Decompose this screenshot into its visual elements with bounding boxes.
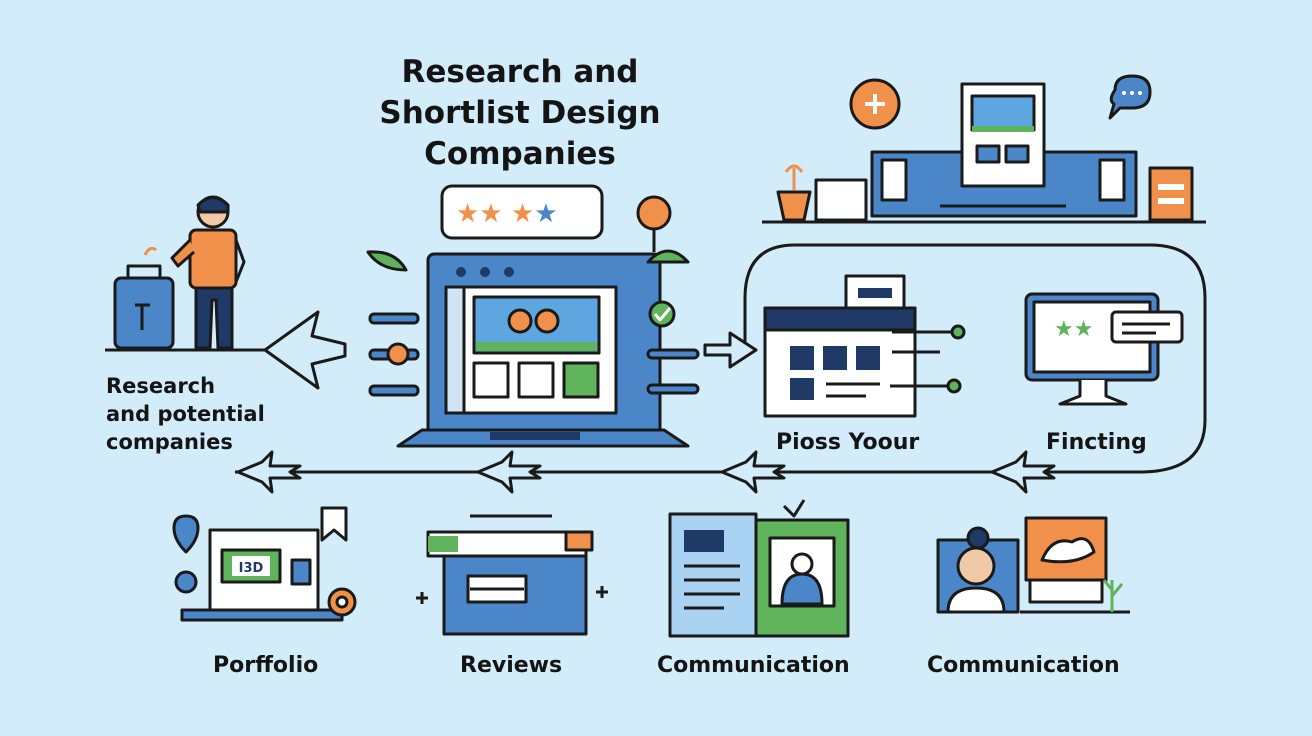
person-with-luggage-illustration: [113, 195, 246, 350]
step-label-fincting: Fincting: [1046, 430, 1147, 455]
arrow-1: [236, 450, 302, 494]
arrow-3: [720, 450, 786, 494]
monitor-reviews-illustration: ★★: [1024, 292, 1184, 406]
rating-stars: ★★ ★★: [456, 199, 558, 229]
title-line-3: Companies: [424, 136, 616, 172]
arrow-left-big: [263, 310, 347, 390]
title-line-2: Shortlist Design: [379, 95, 661, 131]
bottom-label-portfolio: Porffolio: [213, 653, 319, 678]
desk-setup-illustration: [762, 74, 1206, 224]
svg-text:★★: ★★: [1054, 317, 1093, 342]
browser-window-illustration: [763, 274, 966, 418]
page-title: Research and Shortlist Design Companies: [345, 52, 695, 175]
side-label-line-1: Research: [106, 374, 216, 398]
person-shirt: [188, 228, 238, 290]
communication-documents-illustration: [668, 499, 850, 638]
title-line-1: Research and: [401, 54, 639, 90]
laptop-illustration: ★★ ★★: [366, 184, 700, 448]
bottom-label-reviews: Reviews: [460, 653, 563, 678]
communication-video-call-illustration: [936, 516, 1130, 614]
step-label-pioss: Pioss Yoour: [776, 430, 920, 455]
arrow-2: [476, 450, 542, 494]
rating-card: [440, 184, 604, 240]
research-side-label: Research and potential companies: [106, 372, 265, 456]
reviews-illustration: [416, 514, 608, 636]
portfolio-screen-text: I3D: [239, 561, 264, 576]
bottom-label-communication-1: Communication: [657, 653, 850, 678]
side-label-line-2: and potential: [106, 402, 265, 426]
side-label-line-3: companies: [106, 430, 233, 454]
arrow-4: [990, 450, 1056, 494]
suitcase: [113, 276, 175, 350]
bottom-label-communication-2: Communication: [927, 653, 1120, 678]
arrow-right-mid: [703, 331, 758, 369]
connector-arrows: [236, 310, 1056, 494]
portfolio-illustration: I3D: [172, 506, 357, 622]
flow-connector: [105, 243, 1207, 474]
